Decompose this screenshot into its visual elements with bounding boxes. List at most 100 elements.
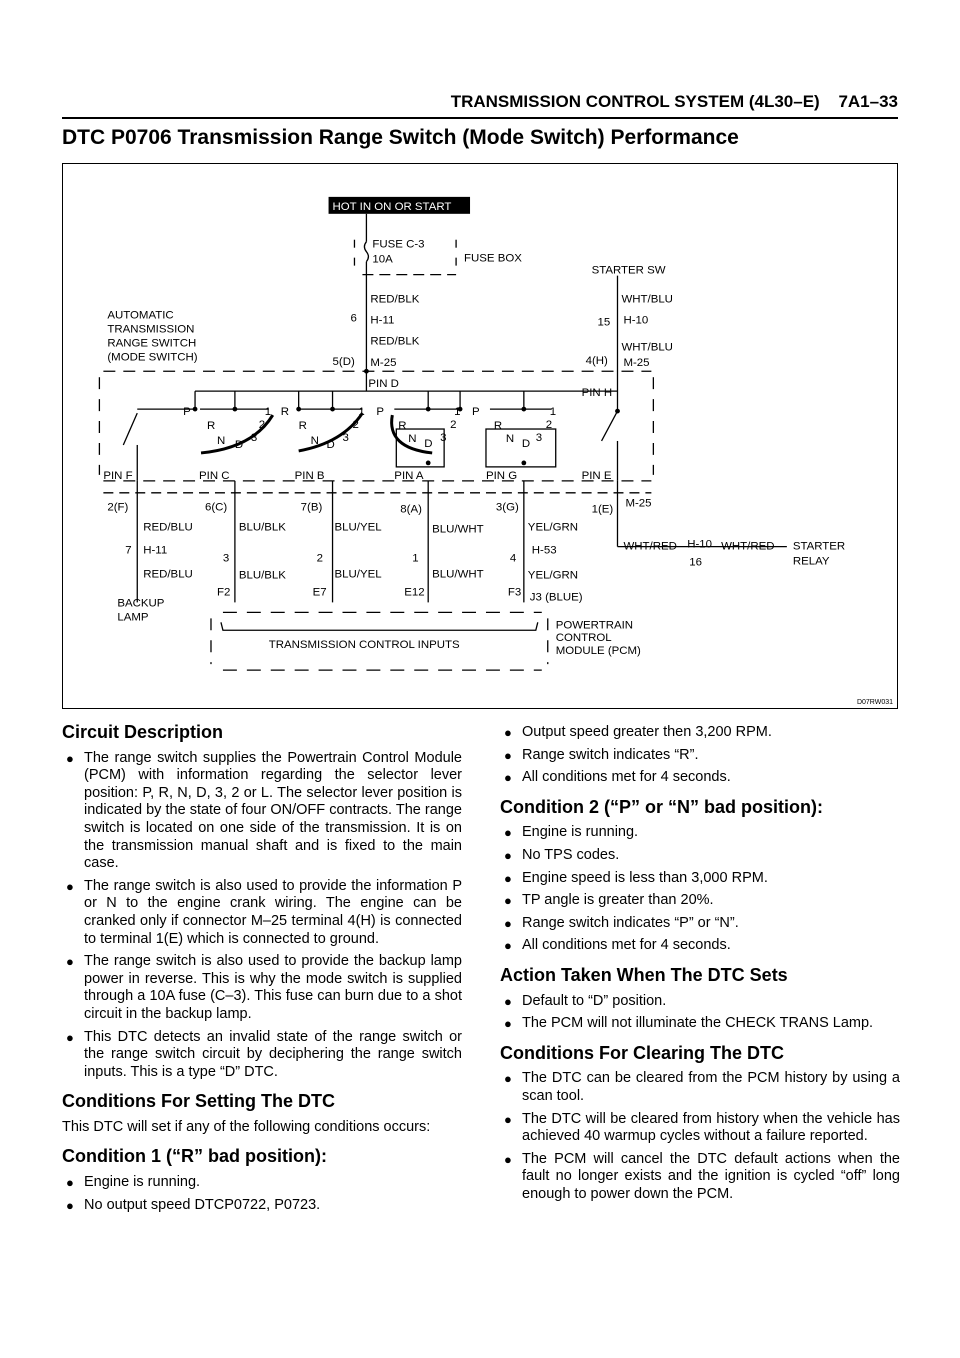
clearing-heading: Conditions For Clearing The DTC: [500, 1042, 784, 1063]
pos-n-1: N: [217, 435, 225, 447]
list-item: ●No TPS codes.: [500, 847, 900, 865]
header-rule: [62, 117, 898, 119]
wire-blu-wht-1: BLU/WHT: [432, 524, 483, 536]
list-item-text: Default to “D” position.: [522, 992, 667, 1009]
list-item-text: TP angle is greater than 20%.: [522, 892, 714, 909]
conn-h11-top: H-11: [370, 314, 394, 326]
wire-blu-wht-2: BLU/WHT: [432, 568, 483, 580]
wire-blu-blk-1: BLU/BLK: [239, 522, 286, 534]
bullet-icon: ●: [504, 847, 512, 863]
list-item: ●All conditions met for 4 seconds.: [500, 769, 900, 787]
circuit-description-list: ● The range switch supplies the Powertrai…: [62, 750, 462, 1082]
wiring-diagram-svg: HOT IN ON OR START FUSE C-3 10A FUSE BOX…: [98, 196, 845, 671]
list-item-text: This DTC detects an invalid state of the…: [84, 1028, 462, 1080]
pos-3-1: 3: [251, 432, 257, 444]
list-item: ●Output speed greater then 3,200 RPM.: [500, 724, 900, 742]
list-item: ●The PCM will cancel the DTC default act…: [500, 1151, 900, 1204]
list-item-text: The range switch is also used to provide…: [84, 953, 462, 1022]
pos-d-2: D: [327, 439, 335, 451]
pin-1-label: 1: [412, 553, 418, 565]
pos-r-4: R: [494, 420, 502, 432]
page-title: DTC P0706 Transmission Range Switch (Mod…: [62, 126, 739, 149]
list-item-text: No output speed DTCP0722, P0723.: [84, 1196, 321, 1213]
list-item: ●The PCM will not illuminate the CHECK T…: [500, 1015, 900, 1033]
pin-1e-label: 1(E): [592, 504, 614, 516]
list-item-text: The range switch supplies the Powertrain…: [84, 749, 462, 872]
clearing-list: ●The DTC can be cleared from the PCM his…: [500, 1070, 900, 1203]
conn-h10-top: H-10: [623, 314, 648, 326]
pcm-e12-label: E12: [404, 586, 424, 598]
pos-2-1: 2: [259, 419, 265, 431]
condition-1-list-continued: ●Output speed greater then 3,200 RPM. ●R…: [500, 724, 900, 787]
wire-blu-blk-2: BLU/BLK: [239, 569, 286, 581]
bullet-icon: ●: [504, 870, 512, 886]
backup-lamp-line2: LAMP: [117, 611, 149, 623]
pin-a-label: PIN A: [394, 470, 424, 482]
diagram-code: D07RW031: [856, 699, 893, 706]
fuse-label: FUSE C-3: [372, 239, 424, 251]
list-item-text: Output speed greater then 3,200 RPM.: [522, 724, 772, 740]
backup-lamp-line1: BACKUP: [117, 597, 164, 609]
pin-7-label: 7: [125, 545, 131, 557]
list-item: ● Engine speed is less than 3,000 RPM.: [500, 870, 900, 888]
wire-wht-blu-1: WHT/BLU: [621, 293, 672, 305]
bullet-icon: ●: [504, 747, 512, 763]
starter-relay-line1: STARTER: [793, 541, 845, 553]
condition-1-list: ●Engine is running. ● No output speed DTC…: [62, 1174, 462, 1214]
list-item-text: Engine speed is less than 3,000 RPM.: [522, 869, 768, 886]
list-item: ●Range switch indicates “P” or “N”.: [500, 915, 900, 933]
pcm-line1: POWERTRAIN: [556, 619, 633, 631]
bullet-icon: ●: [66, 878, 74, 894]
pos-p-1: P: [183, 406, 191, 418]
bullet-icon: ●: [66, 1029, 74, 1045]
list-item-text: Range switch indicates “P” or “N”.: [522, 914, 739, 931]
pin-6-label: 6: [350, 312, 356, 324]
pin-e-label: PIN E: [582, 470, 612, 482]
condition-2-list: ●Engine is running. ●No TPS codes. ●Engi…: [500, 824, 900, 955]
conn-m25-right: M-25: [623, 357, 649, 369]
pin-15-label: 15: [598, 316, 611, 328]
wire-wht-red-1: WHT/RED: [623, 541, 676, 553]
pos-p-3: P: [376, 406, 384, 418]
wiring-diagram: HOT IN ON OR START FUSE C-3 10A FUSE BOX…: [62, 163, 898, 709]
tci-label: TRANSMISSION CONTROL INPUTS: [269, 639, 460, 651]
pin-h-label: PIN H: [582, 387, 613, 399]
list-item: ●Engine is running.: [62, 1174, 462, 1192]
pin-2-label: 2: [317, 553, 323, 565]
bullet-icon: ●: [66, 750, 74, 766]
pos-p-4: P: [472, 406, 480, 418]
list-item: ●The DTC can be cleared from the PCM his…: [500, 1070, 900, 1105]
fuse-rating: 10A: [372, 254, 393, 266]
wire-blu-yel-1: BLU/YEL: [335, 522, 382, 534]
condition-1-heading: Condition 1 (“R” bad position):: [62, 1146, 327, 1167]
wire-red-blk-2: RED/BLK: [370, 335, 419, 347]
pin-4h-label: 4(H): [586, 355, 608, 367]
pos-d-3: D: [424, 438, 432, 450]
pos-r-2: R: [299, 420, 307, 432]
bullet-icon: ●: [66, 1197, 74, 1213]
circuit-description-heading: Circuit Description: [62, 722, 224, 742]
conn-h53-label: H-53: [532, 545, 557, 557]
switch-title-line3: RANGE SWITCH: [107, 337, 196, 349]
pin-7b-label: 7(B): [301, 502, 323, 514]
bullet-icon: ●: [66, 954, 74, 970]
pos-d-1: D: [235, 439, 243, 451]
pos-n-4: N: [506, 433, 514, 445]
fuse-box-label: FUSE BOX: [464, 253, 522, 265]
wire-red-blu-1: RED/BLU: [143, 522, 193, 534]
list-item: ●TP angle is greater than 20%.: [500, 892, 900, 910]
action-taken-heading: Action Taken When The DTC Sets: [500, 964, 788, 985]
list-item: ●All conditions met for 4 seconds.: [500, 937, 900, 955]
list-item-text: All conditions met for 4 seconds.: [522, 937, 731, 954]
bullet-icon: ●: [66, 1175, 74, 1191]
pin-5d-label: 5(D): [333, 356, 355, 368]
wire-blu-yel-2: BLU/YEL: [335, 568, 382, 580]
pin-6c-label: 6(C): [205, 502, 227, 514]
pin-c-label: PIN C: [199, 470, 230, 482]
pcm-f3-label: F3: [508, 586, 521, 598]
switch-title-line4: (MODE SWITCH): [107, 351, 197, 363]
pcm-e7-label: E7: [313, 586, 327, 598]
pin-d-label: PIN D: [368, 378, 399, 390]
list-item: ●Range switch indicates “R”.: [500, 747, 900, 765]
conditions-setting-intro: This DTC will set if any of the followin…: [62, 1118, 431, 1135]
